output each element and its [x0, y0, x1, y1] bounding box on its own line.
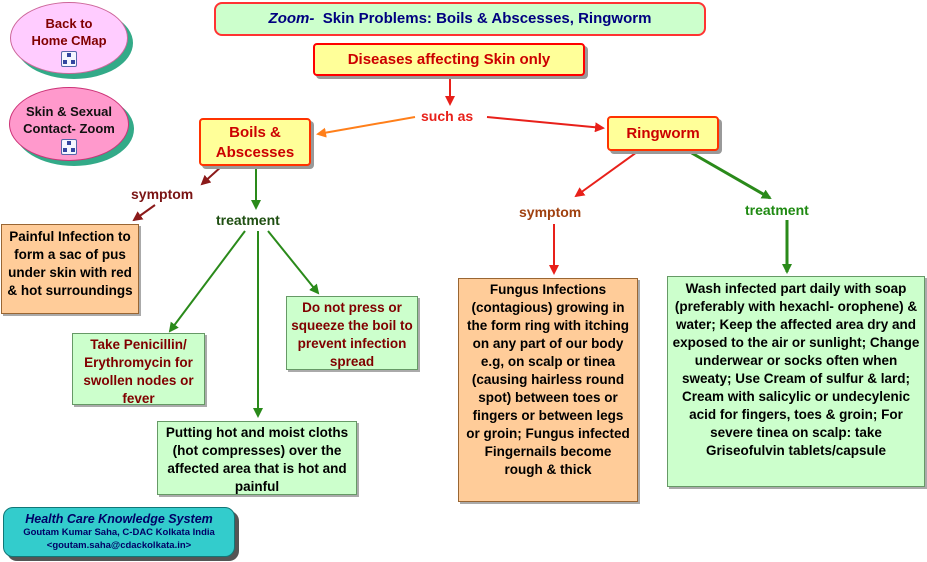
footer-credits: Health Care Knowledge System Goutam Kuma… [3, 507, 235, 557]
link-label-symptom-left: symptom [131, 186, 194, 202]
arrow-treatment-to-do-not-press [267, 230, 320, 295]
arrow-boils-to-symptom [200, 165, 223, 186]
footer-email[interactable]: <goutam.saha@cdackolkata.in> [46, 540, 192, 551]
node-hot-moist-cloths: Putting hot and moist cloths (hot compre… [157, 421, 357, 495]
link-label-treatment-left: treatment [216, 212, 280, 228]
arrow-symptom-to-painful [132, 204, 156, 222]
link-label-treatment-right: treatment [745, 202, 809, 218]
skin-sexual-label: Skin & Sexual Contact- Zoom [23, 104, 115, 136]
cmap-icon[interactable] [61, 139, 77, 155]
node-do-not-press: Do not press or squeeze the boil to prev… [286, 296, 418, 370]
footer-author: Goutam Kumar Saha, C-DAC Kolkata India [23, 527, 215, 538]
node-diseases-affecting-skin: Diseases affecting Skin only [313, 43, 585, 76]
node-painful-infection: Painful Infection to form a sac of pus u… [1, 224, 139, 314]
title-zoom: Zoom- [268, 10, 315, 27]
footer-system-name: Health Care Knowledge System [25, 512, 213, 526]
skin-sexual-contact-zoom-button[interactable]: Skin & Sexual Contact- Zoom [9, 87, 129, 161]
node-fungus-infections: Fungus Infections (contagious) growing i… [458, 278, 638, 502]
arrow-such-as-to-ringworm [486, 116, 605, 133]
back-to-home-label: Back to Home CMap [31, 16, 107, 48]
page-title: Zoom- Skin Problems: Boils & Abscesses, … [214, 2, 706, 36]
cmap-icon[interactable] [61, 51, 77, 67]
node-take-penicillin: Take Penicillin/ Erythromycin for swolle… [72, 333, 205, 406]
link-label-symptom-right: symptom [519, 204, 582, 220]
arrow-such-as-to-boils [316, 116, 416, 138]
node-ringworm: Ringworm [607, 116, 719, 151]
title-text: Skin Problems: Boils & Abscesses, Ringwo… [322, 10, 652, 27]
arrow-treatment-to-penicillin [168, 230, 246, 333]
node-boils-abscesses: Boils & Abscesses [199, 118, 311, 166]
arrow-ringworm-to-treatment [689, 150, 772, 200]
arrow-ringworm-to-symptom [574, 151, 638, 198]
back-to-home-cmap-button[interactable]: Back to Home CMap [10, 2, 128, 74]
node-wash-infected-part: Wash infected part daily with soap (pref… [667, 276, 925, 487]
link-label-such-as: such as [421, 108, 474, 124]
